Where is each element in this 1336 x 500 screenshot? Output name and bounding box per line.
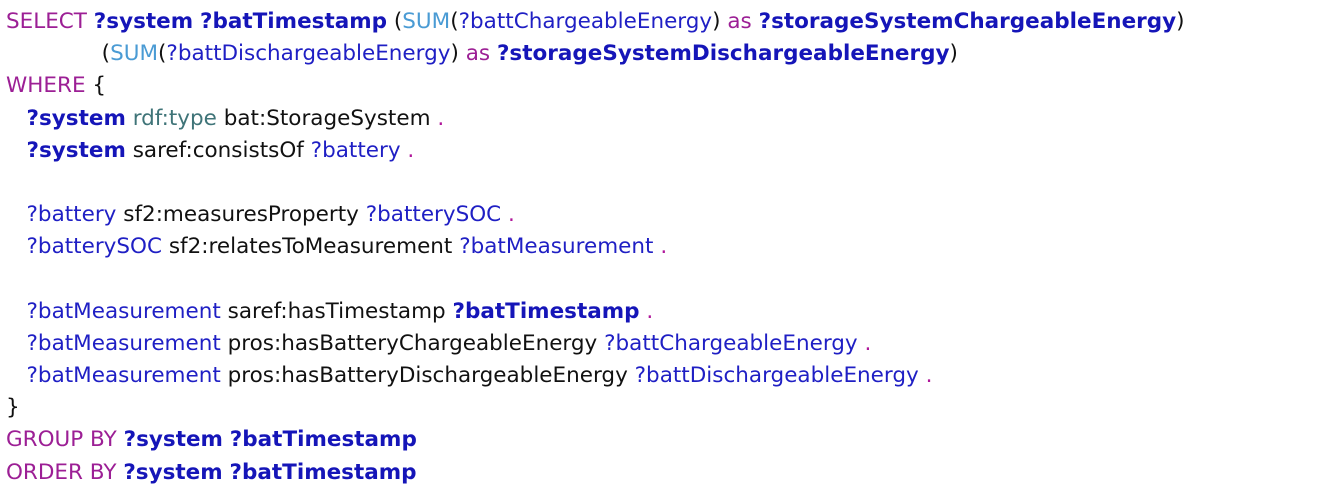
plain-token [117, 427, 124, 452]
sparql-query-code: SELECT ?system ?batTimestamp (SUM(?battC… [6, 6, 1185, 489]
variable-token-bold: ?system [123, 427, 223, 453]
plain-token [87, 9, 94, 34]
plain-token [223, 460, 230, 485]
variable-token-bold: ?system [26, 105, 126, 131]
plain-token [6, 202, 27, 227]
code-line: ?batMeasurement pros:hasBatteryChargeabl… [6, 328, 1185, 360]
plain-token: ) [949, 41, 958, 67]
keyword-token: SELECT [6, 9, 87, 34]
plain-token: ( [387, 9, 403, 34]
variable-token: ?battChargeableEnergy [458, 9, 713, 34]
variable-token: ?battDischargeableEnergy [166, 41, 451, 67]
plain-token: { [85, 73, 107, 99]
variable-token: ?batMeasurement [459, 234, 654, 260]
variable-token: ?batterySOC [365, 202, 502, 228]
plain-token [752, 9, 759, 34]
code-line: SELECT ?system ?batTimestamp (SUM(?battC… [6, 6, 1185, 38]
variable-token: ?battery [26, 202, 117, 228]
keyword-token: as [465, 41, 491, 67]
plain-token [6, 363, 27, 388]
code-line: WHERE { [6, 70, 1185, 102]
variable-token-bold: ?batTimestamp [199, 9, 388, 34]
keyword-token: WHERE [6, 73, 86, 99]
variable-token: ?batterySOC [26, 234, 162, 260]
variable-token-bold: ?batTimestamp [229, 459, 417, 485]
keyword-token: as [727, 9, 752, 34]
plain-token [858, 331, 865, 356]
keyword-token: ORDER BY [6, 459, 117, 485]
variable-token-bold: ?system [26, 137, 126, 163]
plain-token: saref:consistsOf [125, 137, 311, 163]
triple-terminator-token: . [437, 105, 445, 131]
plain-token: } [6, 395, 20, 421]
plain-token [919, 363, 926, 388]
triple-terminator-token: . [407, 137, 415, 163]
code-line [6, 167, 1185, 199]
variable-token-bold: ?system [123, 459, 223, 485]
plain-token: ) [712, 9, 728, 34]
prefixed-name-token: rdf:type [132, 105, 217, 131]
code-line: ?batMeasurement pros:hasBatteryDischarge… [6, 360, 1185, 392]
plain-token [126, 106, 133, 131]
plain-token [6, 234, 27, 259]
variable-token: ?battery [310, 137, 401, 163]
plain-token [6, 106, 27, 131]
plain-token: pros:hasBatteryChargeableEnergy [220, 330, 605, 356]
plain-token [501, 202, 508, 227]
variable-token: ?batMeasurement [26, 298, 221, 324]
triple-terminator-token: . [925, 363, 933, 389]
code-line [6, 264, 1185, 296]
triple-terminator-token: . [864, 330, 872, 356]
plain-token: sf2:relatesToMeasurement [161, 234, 460, 260]
plain-token [6, 331, 27, 356]
triple-terminator-token: . [508, 202, 515, 228]
plain-token: bat:StorageSystem [216, 105, 438, 131]
function-token: SUM [402, 9, 451, 34]
code-line: ORDER BY ?system ?batTimestamp [6, 457, 1185, 489]
plain-token: ( [6, 41, 111, 67]
code-line: ?battery sf2:measuresProperty ?batterySO… [6, 199, 1185, 231]
variable-token-bold: ?storageSystemDischargeableEnergy [496, 41, 950, 67]
variable-token-bold: ?system [93, 9, 194, 34]
plain-token: ( [450, 9, 459, 34]
plain-token: ) [1176, 9, 1185, 34]
plain-token [6, 299, 27, 324]
variable-token: ?battDischargeableEnergy [634, 363, 919, 389]
code-line: GROUP BY ?system ?batTimestamp [6, 424, 1185, 456]
variable-token: ?battChargeableEnergy [604, 330, 858, 356]
plain-token [6, 138, 27, 163]
triple-terminator-token: . [660, 234, 668, 260]
triple-terminator-token: . [646, 298, 654, 324]
variable-token: ?batMeasurement [26, 363, 221, 389]
plain-token: saref:hasTimestamp [220, 298, 453, 324]
code-line: } [6, 392, 1185, 424]
variable-token-bold: ?batTimestamp [229, 427, 417, 453]
code-line: ?batMeasurement saref:hasTimestamp ?batT… [6, 296, 1185, 328]
variable-token-bold: ?storageSystemChargeableEnergy [758, 9, 1177, 34]
plain-token: pros:hasBatteryDischargeableEnergy [220, 363, 635, 389]
variable-token: ?batMeasurement [26, 330, 221, 356]
code-line: ?batterySOC sf2:relatesToMeasurement ?ba… [6, 231, 1185, 263]
code-line: ?system saref:consistsOf ?battery . [6, 135, 1185, 167]
variable-token-bold: ?batTimestamp [452, 298, 640, 324]
code-line: ?system rdf:type bat:StorageSystem . [6, 103, 1185, 135]
plain-token: sf2:measuresProperty [116, 202, 366, 228]
plain-token [490, 41, 497, 66]
plain-token: ) [450, 41, 466, 67]
keyword-token: GROUP BY [6, 427, 117, 453]
function-token: SUM [110, 41, 159, 67]
plain-token: ( [158, 41, 167, 67]
plain-token [193, 9, 200, 34]
plain-token [223, 427, 230, 452]
code-line: (SUM(?battDischargeableEnergy) as ?stora… [6, 38, 1185, 70]
